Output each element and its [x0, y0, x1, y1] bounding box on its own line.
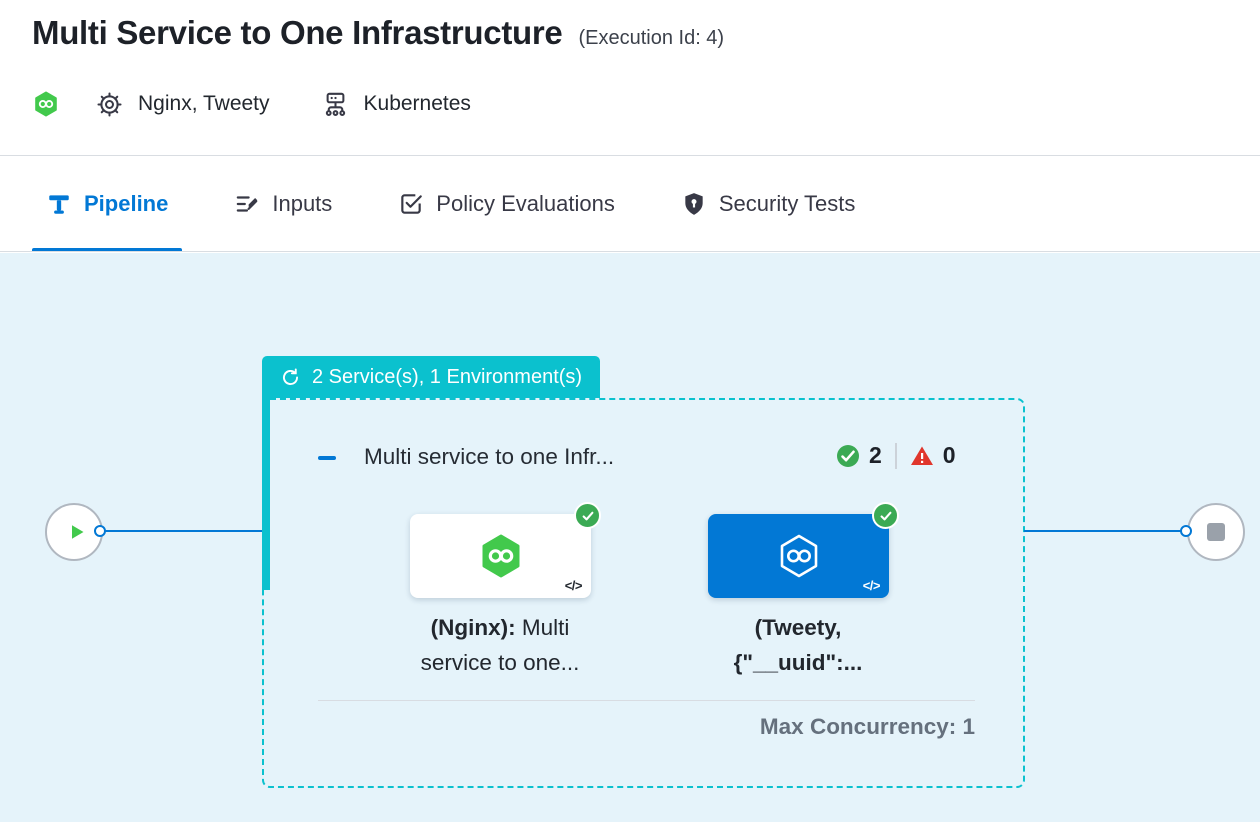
card-name-rest: Multi [515, 615, 570, 640]
pipeline-canvas: 2 Service(s), 1 Environment(s) Multi ser… [0, 253, 1260, 822]
service-hexagon-outline-icon [775, 532, 823, 580]
success-badge-icon [574, 502, 601, 529]
pipeline-start-node [45, 503, 103, 561]
success-badge-icon [872, 502, 899, 529]
title-row: Multi Service to One Infrastructure (Exe… [32, 14, 724, 52]
tab-inputs[interactable]: Inputs [220, 157, 346, 251]
code-icon: </> [862, 578, 881, 593]
stage-services-tag: 2 Service(s), 1 Environment(s) [262, 356, 601, 398]
success-check-icon [836, 444, 860, 468]
card-label-line1: (Nginx): Multi [340, 610, 660, 645]
stage-title[interactable]: Multi service to one Infr... [364, 444, 615, 469]
play-icon [64, 520, 88, 544]
infrastructure-icon [322, 91, 349, 118]
tab-pipeline[interactable]: Pipeline [32, 157, 183, 251]
execution-header: Multi Service to One Infrastructure (Exe… [0, 0, 1260, 156]
code-icon: </> [564, 578, 583, 593]
stage-footer-divider [318, 700, 975, 701]
shield-icon [681, 191, 707, 217]
checkbox-check-icon [398, 191, 424, 217]
service-hexagon-icon [477, 532, 525, 580]
execution-id-label: (Execution Id: 4) [578, 27, 725, 49]
card-label-line2: service to one... [420, 650, 580, 675]
inputs-icon [234, 191, 260, 217]
stage-tag-label: 2 Service(s), 1 Environment(s) [312, 365, 583, 388]
sync-icon [280, 367, 301, 388]
card-service-name: (Tweety, [754, 615, 842, 640]
active-tab-indicator [32, 248, 183, 251]
card-label-line2: {"__uuid":... [733, 650, 863, 675]
tab-security-tests[interactable]: Security Tests [667, 157, 870, 251]
start-connector-dot [94, 525, 106, 537]
collapse-stage-icon[interactable] [318, 456, 336, 460]
tab-security-tests-label: Security Tests [718, 191, 856, 216]
counts-divider [894, 442, 897, 469]
pipeline-icon [46, 191, 72, 217]
connector-line-left [104, 530, 264, 532]
tab-pipeline-label: Pipeline [84, 191, 169, 216]
warning-triangle-icon [910, 444, 934, 468]
tab-policy-evaluations[interactable]: Policy Evaluations [384, 157, 629, 251]
card-label-tweety: (Tweety, {"__uuid":... [638, 610, 958, 680]
services-label: Nginx, Tweety [138, 92, 270, 115]
infrastructure-label: Kubernetes [363, 92, 471, 115]
success-count: 2 [869, 442, 882, 468]
bottom-strip [0, 822, 1260, 834]
failure-count: 0 [942, 442, 956, 468]
card-label-line1: (Tweety, [638, 610, 958, 645]
gear-icon [96, 91, 123, 118]
max-concurrency-label: Max Concurrency: 1 [759, 714, 975, 739]
stop-square-icon [1207, 523, 1225, 541]
pipeline-end-node [1187, 503, 1245, 561]
tab-inputs-label: Inputs [272, 191, 333, 216]
stage-status-counts: 2 0 [836, 442, 956, 469]
tab-policy-evaluations-label: Policy Evaluations [436, 191, 615, 216]
service-hexagon-icon [32, 90, 60, 118]
end-connector-dot [1180, 525, 1192, 537]
card-service-name: (Nginx): [430, 615, 516, 640]
execution-meta-row: Nginx, Tweety Kubernetes [32, 84, 471, 124]
stage-selection-bar [262, 398, 270, 590]
page-title: Multi Service to One Infrastructure [32, 14, 563, 51]
card-label-nginx: (Nginx): Multi service to one... [340, 610, 660, 680]
service-card-tweety[interactable]: </> [708, 502, 899, 598]
service-card-nginx[interactable]: </> [410, 502, 601, 598]
connector-line-right [1024, 530, 1182, 532]
stage-group-border [262, 398, 1025, 788]
execution-tab-bar: Pipeline Inputs Policy Evaluations Secur… [0, 157, 1260, 252]
